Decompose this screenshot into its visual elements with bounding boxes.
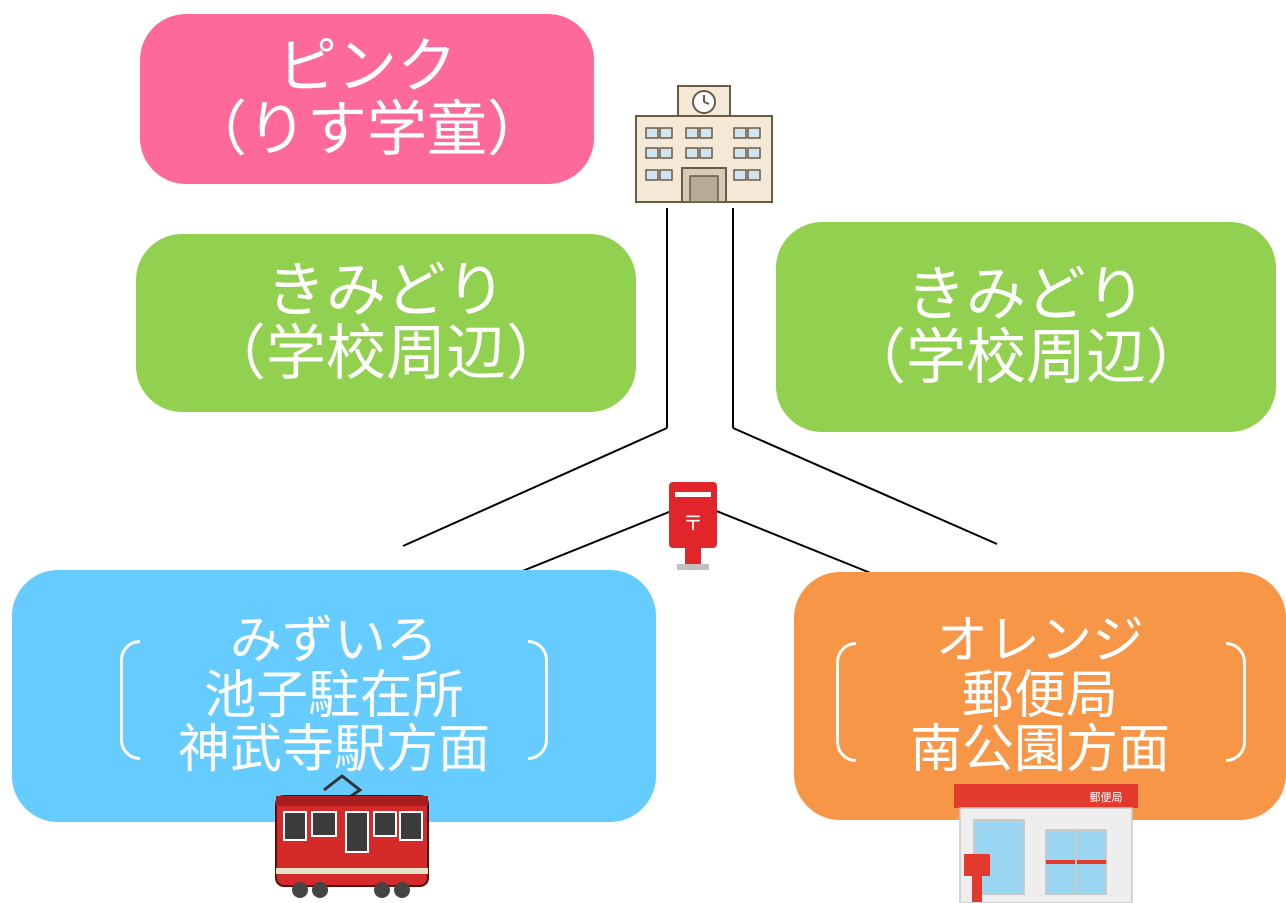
green-right-group-box: きみどり （学校周辺） [776, 222, 1276, 432]
blue-group-box: みずいろ 池子駐在所 神武寺駅方面 [12, 570, 656, 822]
right-bracket [528, 640, 548, 760]
orange-box-line2: 郵便局 [961, 665, 1118, 726]
green-right-box-title: きみどり [906, 260, 1146, 330]
green-right-box-subtitle: （学校周辺） [846, 323, 1206, 393]
train-icon [275, 774, 429, 898]
school-building-icon [635, 85, 773, 203]
blue-box-line2: 池子駐在所 [203, 665, 464, 726]
left-lower-diagonal-line [499, 505, 685, 581]
left-upper-diagonal-line [402, 427, 668, 547]
blue-box-title: みずいろ [229, 611, 438, 672]
green-left-box-title: きみどり [266, 256, 506, 326]
svg-text:〒: 〒 [683, 511, 703, 535]
right-upper-diagonal-line [732, 427, 998, 545]
left-bracket [836, 642, 856, 762]
pink-box-subtitle: （りす学童） [187, 95, 547, 165]
right-bracket [1226, 642, 1246, 762]
left-bracket [120, 640, 140, 760]
green-left-group-box: きみどり （学校周辺） [136, 234, 636, 412]
pink-group-box: ピンク （りす学童） [140, 14, 594, 184]
orange-group-box: オレンジ 郵便局 南公園方面 [794, 572, 1286, 820]
pink-box-title: ピンク [277, 32, 457, 102]
post-office-sign: 郵便局 [1090, 791, 1123, 804]
right-lower-diagonal-line [703, 505, 889, 581]
orange-box-title: オレンジ [935, 611, 1144, 672]
blue-box-line3: 神武寺駅方面 [177, 720, 490, 781]
orange-box-line3: 南公園方面 [909, 720, 1170, 781]
post-box-icon: 〒 [669, 482, 717, 570]
green-left-box-subtitle: （学校周辺） [206, 319, 566, 389]
post-office-icon: 郵便局 [954, 784, 1138, 903]
